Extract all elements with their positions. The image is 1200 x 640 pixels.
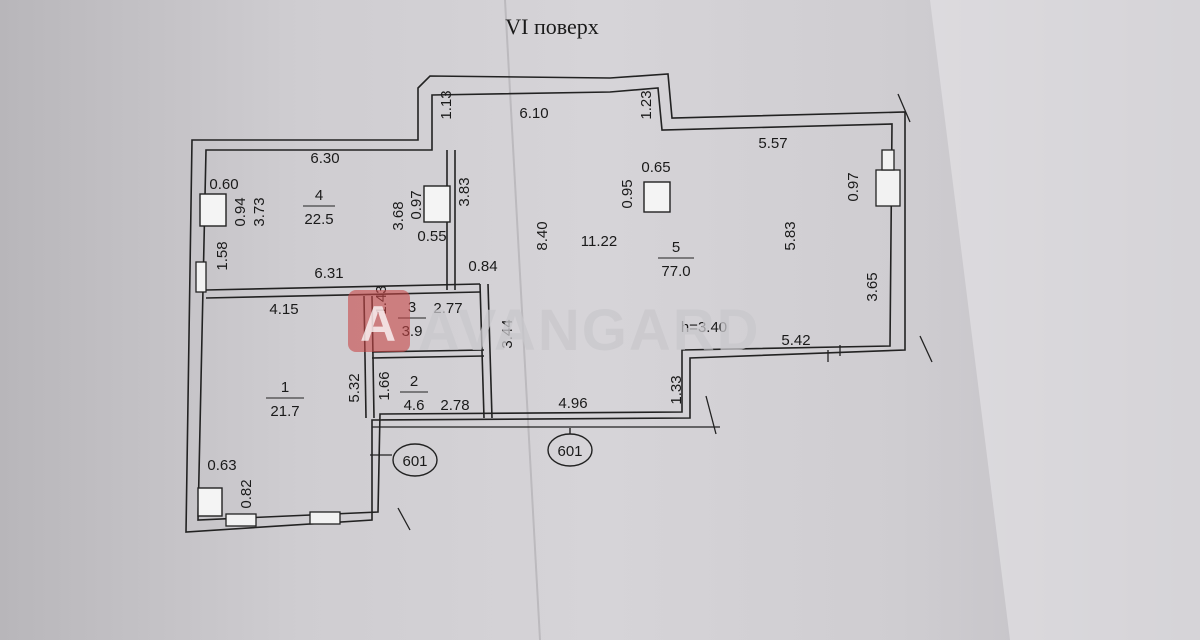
dim-1-13: 1.13 [438, 90, 455, 119]
dim-1-33: 1.33 [668, 375, 685, 404]
watermark-logo-icon [348, 290, 410, 352]
watermark: A AVANGARD [348, 290, 761, 363]
dim-0-95: 0.95 [619, 179, 636, 208]
dim-1-66: 1.66 [376, 371, 393, 400]
dim-4-15: 4.15 [269, 301, 298, 318]
room-4-area: 22.5 [304, 211, 333, 228]
axis-marks: 601 601 [392, 428, 593, 477]
dim-3-65: 3.65 [864, 272, 881, 301]
dim-5-57: 5.57 [758, 135, 787, 152]
dim-4-96: 4.96 [558, 395, 587, 412]
dim-3-44: 3.44 [499, 319, 516, 348]
room-2-number: 2 [410, 373, 418, 390]
dimension-labels-horizontal: 6.10 5.57 6.30 0.60 0.55 0.65 6.31 0.84 … [207, 105, 810, 474]
dim-0-97-room-5: 0.97 [845, 172, 862, 201]
dim-5-32: 5.32 [346, 373, 363, 402]
dim-0-94: 0.94 [232, 197, 249, 226]
dim-11-22: 11.22 [581, 233, 617, 250]
dim-0-65: 0.65 [641, 159, 670, 176]
dim-6-10: 6.10 [519, 105, 548, 122]
watermark-logo-letter: A [360, 296, 398, 352]
dim-0-60: 0.60 [209, 176, 238, 193]
room-1-area: 21.7 [270, 403, 299, 420]
tick-marks [370, 93, 933, 531]
room-3-number: 3 [408, 299, 416, 316]
room-4-number: 4 [315, 187, 323, 204]
axis-mark-right: 601 [557, 443, 582, 460]
dim-2-77: 2.77 [433, 300, 462, 317]
dim-6-30: 6.30 [310, 150, 339, 167]
ceiling-height: h=3.40 [681, 319, 727, 336]
room-5-area: 77.0 [661, 263, 690, 280]
dim-8-40: 8.40 [534, 221, 551, 250]
dim-6-31: 6.31 [314, 265, 343, 282]
dimension-labels-vertical: 1.13 1.23 0.94 3.73 3.68 0.97 3.83 0.95 … [214, 90, 881, 508]
dim-5-83: 5.83 [782, 221, 799, 250]
dim-3-68: 3.68 [390, 201, 407, 230]
room-1-number: 1 [281, 379, 289, 396]
dim-0-97-room-4: 0.97 [408, 190, 425, 219]
dim-0-84: 0.84 [468, 258, 497, 275]
dim-0-82: 0.82 [238, 479, 255, 508]
axis-mark-left: 601 [402, 453, 427, 470]
dim-3-73: 3.73 [251, 197, 268, 226]
watermark-text: AVANGARD [418, 298, 761, 363]
dim-3-83: 3.83 [456, 177, 473, 206]
dim-1-23: 1.23 [638, 90, 655, 119]
vent-shafts [197, 181, 671, 517]
dim-0-63: 0.63 [207, 457, 236, 474]
dim-1-58: 1.58 [214, 241, 231, 270]
room-5-number: 5 [672, 239, 680, 256]
dim-5-42: 5.42 [781, 332, 810, 349]
room-2-area: 4.6 [404, 397, 425, 414]
dim-2-78: 2.78 [440, 397, 469, 414]
dim-0-55: 0.55 [417, 228, 446, 245]
windows [195, 149, 901, 527]
floor-title: VI поверх [505, 14, 599, 39]
